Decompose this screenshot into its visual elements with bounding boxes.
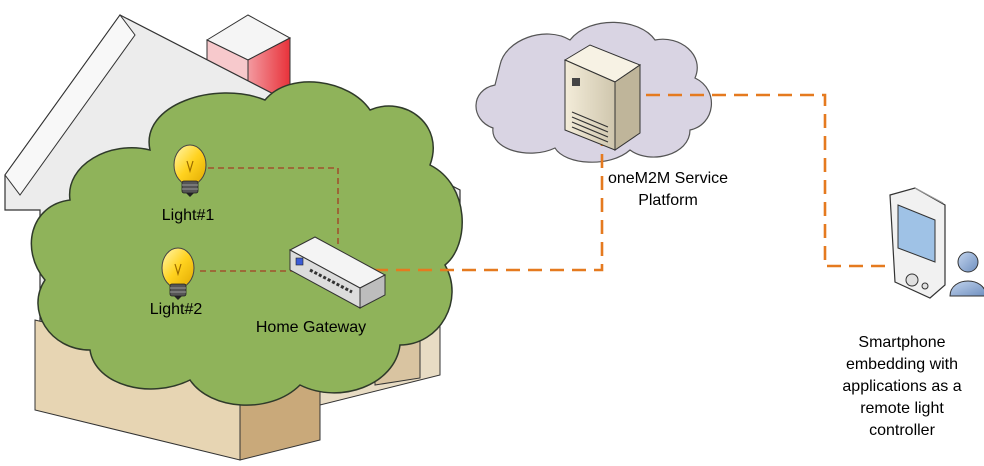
light1-label: Light#1 [161,207,215,224]
link-platform-phone [602,93,890,268]
phone-label-line2: embedding with [845,356,959,373]
light-bulb-icon [173,144,207,197]
link-light1-gateway [208,167,339,245]
user-icon [949,251,984,297]
phone-label-line3: applications as a [842,378,962,395]
light-bulb-icon [161,247,195,300]
server-icon [563,44,642,151]
gateway-label: Home Gateway [255,319,367,336]
remote-links [352,93,890,272]
local-links [200,167,339,272]
phone-label-line1: Smartphone [858,334,946,351]
light2-label: Light#2 [149,301,203,318]
link-gateway-platform [352,95,604,272]
smartphone-icon [889,187,946,299]
platform-label: oneM2M Service Platform [600,168,736,212]
phone-label-line5: controller [869,422,935,439]
gateway-device-icon [288,236,387,309]
phone-label-line4: remote light [860,400,944,417]
phone-label: Smartphone embedding with applications a… [822,332,982,442]
home-network-area [30,81,463,406]
platform-label-line1: oneM2M Service [607,170,729,187]
platform-label-line2: Platform [638,192,698,209]
